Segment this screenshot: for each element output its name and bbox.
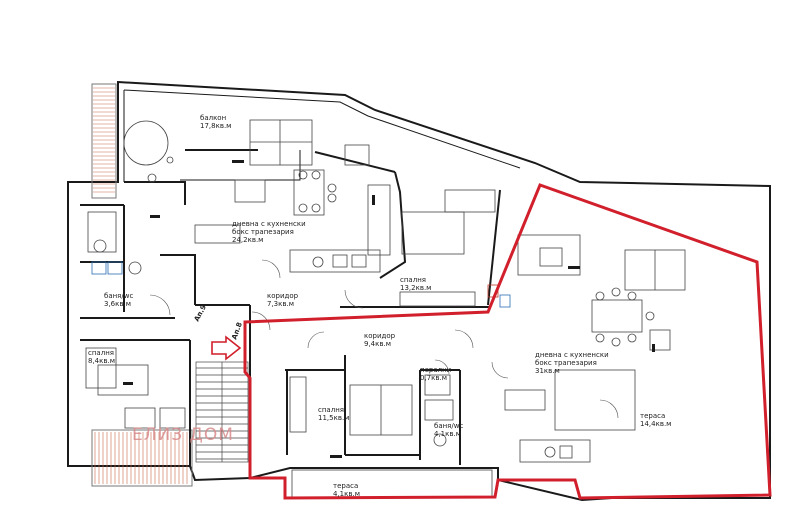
sofa-b [517, 234, 581, 276]
laundry-name: перални [420, 366, 451, 374]
coffee-table [234, 179, 266, 203]
dimension-tags [123, 160, 655, 458]
living-b-line1: дневна с кухненски [535, 351, 609, 359]
window-unit [249, 119, 313, 166]
living-a-area: 24,2кв.м [232, 236, 263, 244]
terrace-b-area [554, 369, 636, 431]
bath-a-area: 3,6кв.м [104, 300, 131, 308]
terrace-b-name: тераса [640, 412, 665, 420]
balcony-railing-left [91, 83, 117, 199]
balcony-name: балкон [200, 114, 226, 122]
furniture-apt9 [85, 119, 496, 429]
bedroom-a-name: спалня [400, 276, 426, 284]
bedroom-a-area: 13,2кв.м [400, 284, 431, 292]
corridor-b-name: коридор [364, 332, 396, 340]
kitchen-b [519, 439, 591, 463]
sofa [194, 224, 241, 244]
living-a-line1: дневна с кухненски [232, 220, 306, 228]
bedroom-c-name: спалня [318, 406, 344, 414]
bath-b-name: баня/wc [434, 422, 463, 430]
highlight-outline [243, 183, 772, 500]
living-b-area: 31кв.м [535, 367, 560, 375]
apartment-8-label: Ап.8 [230, 321, 244, 341]
balcony-area: 17,8кв.м [200, 122, 231, 130]
bed-b [97, 364, 149, 396]
terrace-a-outline [291, 469, 493, 499]
door-swings [149, 259, 619, 419]
corridor-a-area: 7,3кв.м [267, 300, 294, 308]
bath-a-name: баня/wc [104, 292, 133, 300]
bedroom-b-name: спалня [88, 349, 114, 357]
kitchen-counter [289, 249, 381, 273]
apartment-9-label: Ап.9 [193, 303, 208, 323]
watermark: ЕЛИЗ ДОМ [132, 425, 234, 445]
bed-a [401, 211, 465, 255]
terrace-a-name: тераса [333, 482, 358, 490]
living-a-line2: бокс трапезария [232, 228, 294, 236]
dining-table-b [591, 299, 643, 333]
dining-table [293, 169, 325, 216]
entrance-arrow [211, 335, 242, 361]
labels: балкон 17,8кв.м дневна с кухненски бокс … [88, 114, 671, 498]
staircase [195, 361, 249, 463]
terrace-b-area: 14,4кв.м [640, 420, 671, 428]
round-table-balcony [123, 120, 169, 166]
living-b-line2: бокс трапезария [535, 359, 597, 367]
corridor-b-area: 9,4кв.м [364, 340, 391, 348]
furniture-apt8 [289, 234, 686, 499]
corridor-a-name: коридор [267, 292, 299, 300]
laundry-area: 0,7кв.м [420, 374, 447, 382]
bedroom-b-area: 8,4кв.м [88, 357, 115, 365]
terrace-hatch-bottom-left [91, 429, 193, 487]
bedroom-c-area: 11,5кв.м [318, 414, 349, 422]
bath-b-area: 4,1кв.м [434, 430, 461, 438]
terrace-a-area: 4,1кв.м [333, 490, 360, 498]
